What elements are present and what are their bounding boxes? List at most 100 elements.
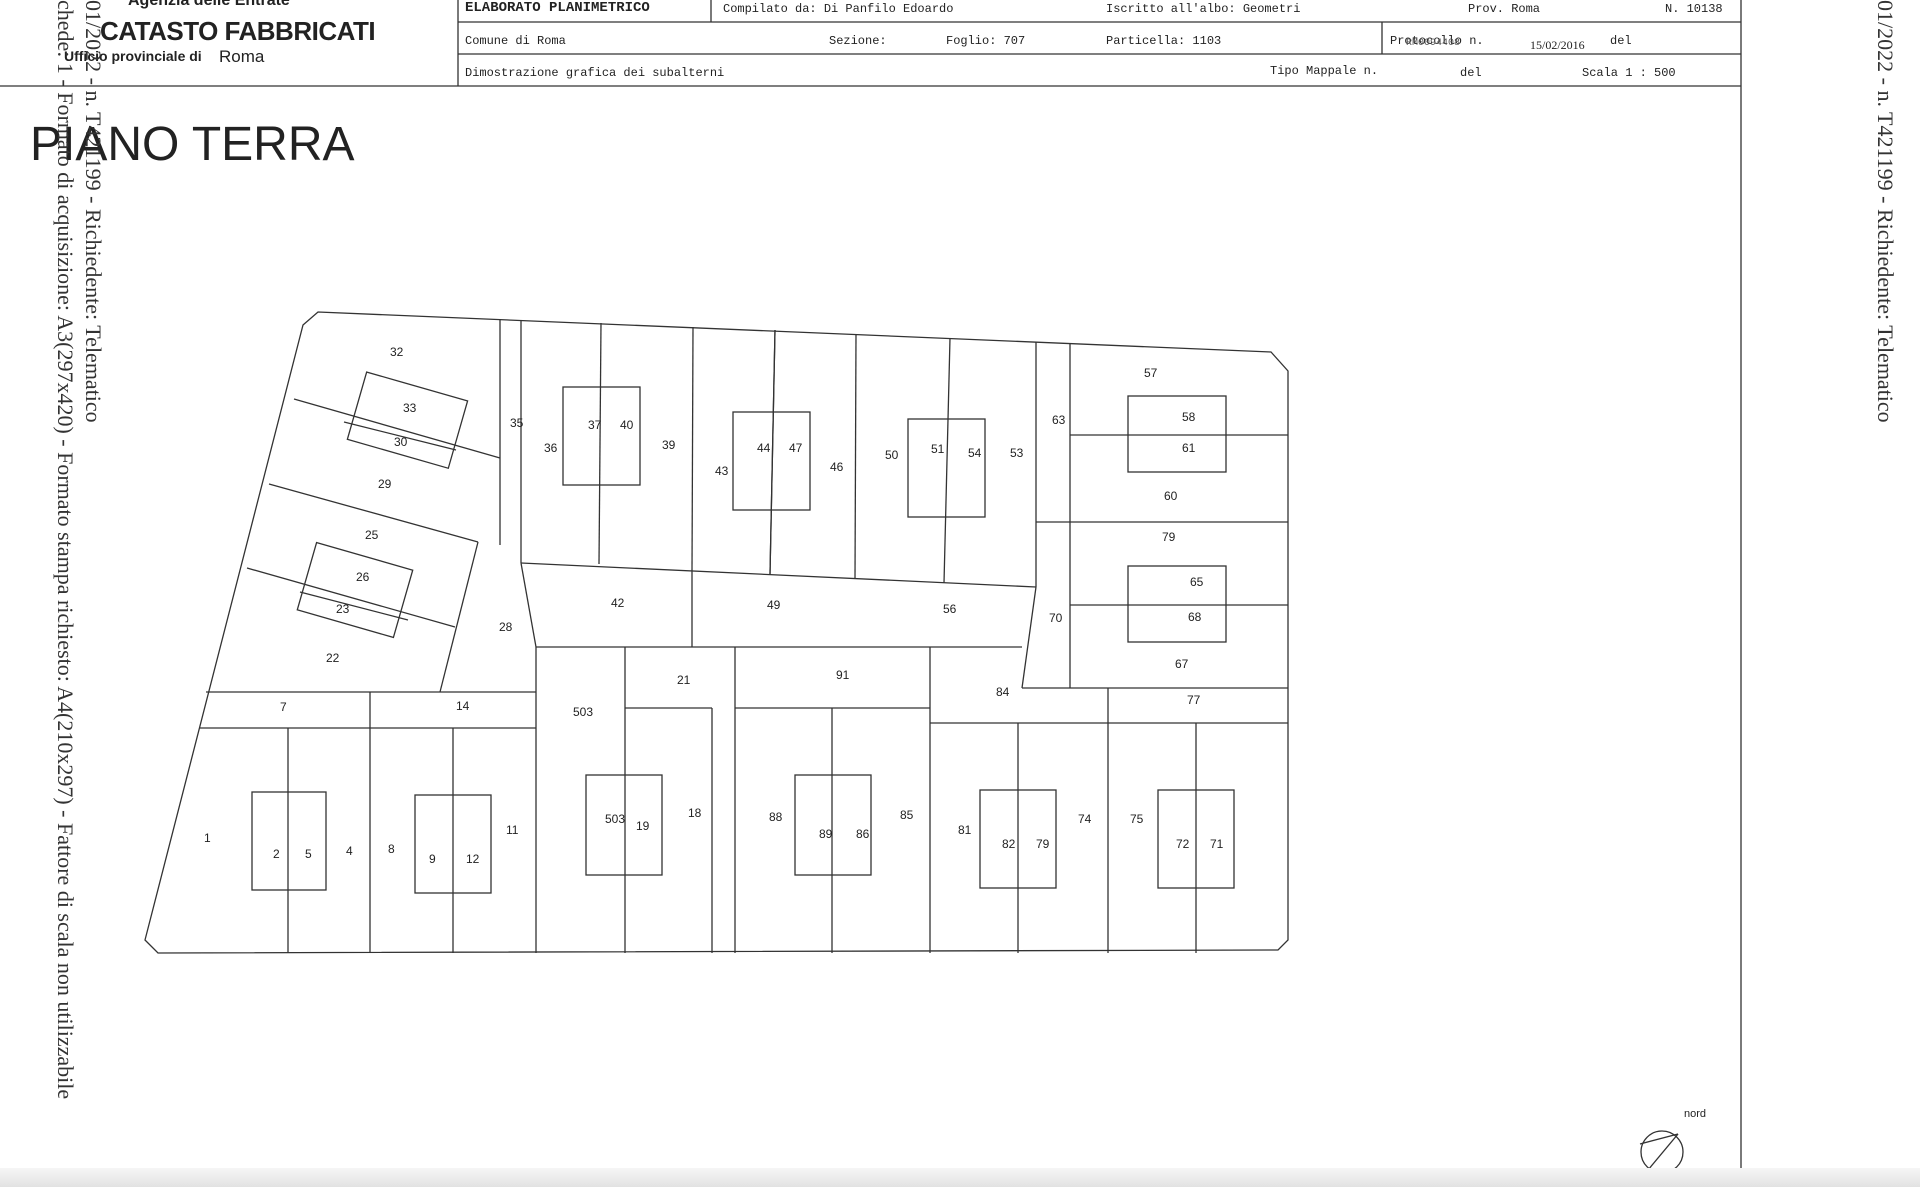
unit-label-29: 29 [378, 477, 392, 491]
wall-25-22 [246, 567, 456, 628]
unit-label-88: 88 [769, 810, 783, 824]
tipo-mappale-field: Tipo Mappale n. [1270, 64, 1379, 78]
unit-label-60: 60 [1164, 489, 1178, 503]
unit-label-19: 19 [636, 819, 650, 833]
unit-label-91: 91 [836, 668, 850, 682]
room-26-23 [296, 541, 414, 639]
unit-label-77: 77 [1187, 693, 1201, 707]
unit-label-30: 30 [394, 435, 408, 449]
unit-label-63: 63 [1052, 413, 1066, 427]
protocollo-date: 15/02/2016 [1530, 38, 1585, 52]
room-65-68 [1127, 565, 1227, 643]
unit-label-65: 65 [1190, 575, 1204, 589]
unit-label-33: 33 [403, 401, 417, 415]
wall-39-43 [691, 326, 694, 572]
unit-label-72: 72 [1176, 837, 1190, 851]
compilato-field: Compilato da: Di Panfilo Edoardo [723, 2, 954, 16]
unit-label-68: 68 [1188, 610, 1202, 624]
side-text-left-1: 01/2022 - n. T421199 - Richiedente: Tele… [81, 0, 106, 423]
unit-label-40: 40 [620, 418, 634, 432]
numero-field: N. 10138 [1665, 2, 1723, 16]
agency-name: Agenzia delle Entrate [128, 0, 290, 9]
sezione-field: Sezione: [829, 34, 887, 48]
unit-label-54: 54 [968, 446, 982, 460]
unit-label-75: 75 [1130, 812, 1144, 826]
wall-70-56 [1021, 586, 1037, 689]
room-58-61 [1127, 395, 1227, 473]
unit-label-53: 53 [1010, 446, 1024, 460]
wall-51-54 [943, 337, 951, 584]
unit-label-42: 42 [611, 596, 625, 610]
room-51-54 [907, 418, 986, 518]
unit-label-28: 28 [499, 620, 513, 634]
scala-field: Scala 1 : 500 [1582, 66, 1676, 80]
unit-label-503: 503 [573, 705, 593, 719]
nord-label: nord [1684, 1108, 1707, 1120]
unit-label-81: 81 [958, 823, 972, 837]
unit-label-11: 11 [506, 823, 519, 837]
protocollo-label: Protocollo n. [1390, 34, 1484, 48]
unit-label-32: 32 [390, 345, 404, 359]
unit-label-503: 503 [605, 812, 625, 826]
dimostrazione-field: Dimostrazione grafica dei subalterni [465, 66, 725, 80]
room-2-5 [251, 791, 327, 891]
ufficio-label: Ufficio provinciale di [64, 48, 202, 64]
side-text-left-2: chede: 1 - Formato di acquisizione: A3(2… [53, 0, 78, 1100]
unit-label-57: 57 [1144, 366, 1158, 380]
side-text-right: 01/2022 - n. T421199 - Richiedente: Tele… [1873, 0, 1898, 423]
unit-label-26: 26 [356, 570, 370, 584]
unit-label-23: 23 [336, 602, 350, 616]
unit-label-22: 22 [326, 651, 340, 665]
north-arrow-circle [1640, 1130, 1684, 1174]
unit-label-61: 61 [1182, 441, 1196, 455]
unit-label-8: 8 [388, 842, 395, 856]
unit-label-89: 89 [819, 827, 833, 841]
building-perimeter [144, 311, 1289, 954]
floor-title: PIANO TERRA [30, 118, 355, 171]
foglio-field: Foglio: 707 [946, 34, 1026, 48]
unit-label-25: 25 [365, 528, 379, 542]
protocollo-number: RM0094408 [1406, 38, 1461, 49]
unit-label-44: 44 [757, 441, 771, 455]
wall-32-29 [293, 398, 501, 459]
unit-label-18: 18 [688, 806, 702, 820]
wall-28-42 [520, 562, 537, 648]
unit-label-4: 4 [346, 844, 353, 858]
unit-label-9: 9 [429, 852, 436, 866]
room-44-47 [732, 411, 811, 511]
unit-label-21: 21 [677, 673, 691, 687]
unit-label-74: 74 [1078, 812, 1092, 826]
page-bottom-shadow [0, 1168, 1920, 1187]
unit-label-39: 39 [662, 438, 676, 452]
unit-label-58: 58 [1182, 410, 1196, 424]
north-arrow-line [1647, 1133, 1679, 1171]
wall-44-47-mid [769, 329, 776, 575]
wall-front-row [520, 562, 1037, 588]
unit-label-43: 43 [715, 464, 729, 478]
room-82-79 [979, 789, 1057, 889]
unit-label-47: 47 [789, 441, 803, 455]
unit-label-1: 1 [204, 831, 211, 845]
unit-label-37: 37 [588, 418, 602, 432]
unit-label-70: 70 [1049, 611, 1063, 625]
room-37-40 [562, 386, 641, 486]
north-arrow-tip [1639, 1133, 1679, 1145]
unit-label-51: 51 [931, 442, 945, 456]
room-89-86 [794, 774, 872, 876]
unit-label-85: 85 [900, 808, 914, 822]
room-503-19 [585, 774, 663, 876]
elaborato-title: ELABORATO PLANIMETRICO [465, 0, 650, 16]
unit-label-79: 79 [1162, 530, 1176, 544]
unit-label-36: 36 [544, 441, 558, 455]
unit-label-49: 49 [767, 598, 781, 612]
unit-label-2: 2 [273, 847, 280, 861]
catasto-title: CATASTO FABBRICATI [100, 16, 376, 46]
unit-label-46: 46 [830, 460, 844, 474]
unit-label-12: 12 [466, 852, 480, 866]
unit-label-5: 5 [305, 847, 312, 861]
particella-field: Particella: 1103 [1106, 34, 1222, 48]
unit-label-82: 82 [1002, 837, 1016, 851]
